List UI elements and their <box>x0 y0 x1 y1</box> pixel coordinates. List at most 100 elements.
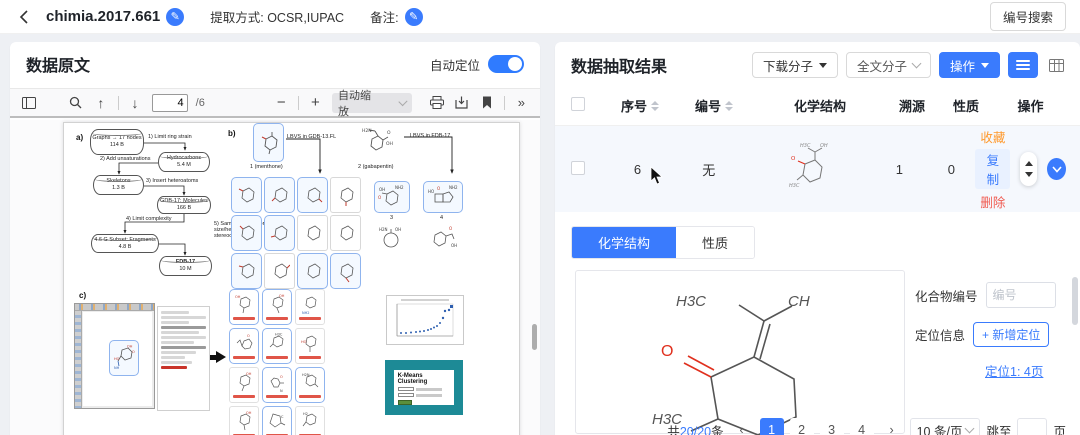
save-download-icon[interactable] <box>453 93 470 113</box>
jump-label: 跳至 <box>986 424 1012 435</box>
tab-chemical-structure[interactable]: 化学结构 <box>572 227 677 258</box>
page-button-1[interactable]: 1 <box>759 418 784 435</box>
top-bar: chimia.2017.661 ✎ 提取方式: OCSR,IUPAC 备注: ✎… <box>0 0 1080 34</box>
note-label: 备注: <box>370 11 399 25</box>
action-button[interactable]: 操作 <box>938 52 1000 78</box>
chevron-down-icon <box>965 423 975 434</box>
flow-step-3: 3) Insert heteroatoms <box>146 178 199 184</box>
caret-down-icon <box>981 62 989 68</box>
number-search-button[interactable]: 编号搜索 <box>989 2 1066 31</box>
back-icon[interactable] <box>14 7 34 27</box>
figure-c-arrow-icon <box>210 351 226 363</box>
add-location-button[interactable]: + 新增定位 <box>973 322 1050 347</box>
compound-detail-form: 化合物编号 定位信息 + 新增定位 定位1: 4页 <box>915 282 1065 394</box>
sort-seq-icon[interactable] <box>651 100 659 111</box>
chevron-down-icon <box>398 96 408 106</box>
pagination: 共20/20条 ‹ 1 2 3 4 › 10 条/页 跳至 页 <box>667 418 1066 435</box>
page-button-4[interactable]: 4 <box>849 418 874 435</box>
svg-text:H2N: H2N <box>302 373 310 377</box>
col-trace-label: 溯源 <box>898 99 925 114</box>
print-icon[interactable] <box>428 93 445 113</box>
row-structure-thumbnail: H3C OH O H3C <box>750 142 871 197</box>
figure-b-label: b) <box>228 129 236 138</box>
results-scrollbar-thumb[interactable] <box>1072 277 1078 325</box>
pdf-toolbar: ↑ ↓ /6 − + 自动缩放 » <box>10 88 540 118</box>
prev-page-button[interactable]: ‹ <box>739 423 744 435</box>
favorite-action[interactable]: 收藏 <box>980 131 1006 145</box>
compound-number-label: 化合物编号 <box>915 289 978 304</box>
table-view-icon[interactable] <box>1046 55 1066 75</box>
delete-action[interactable]: 删除 <box>980 196 1006 210</box>
svg-text:OH: OH <box>235 295 241 299</box>
mini-label-o: O <box>791 156 796 162</box>
svg-text:OH: OH <box>395 227 401 232</box>
sidebar-toggle-icon[interactable] <box>20 93 37 113</box>
svg-text:OH: OH <box>127 345 133 349</box>
svg-text:OH: OH <box>451 243 457 248</box>
location-1-link[interactable]: 定位1: 4页 <box>985 365 1044 379</box>
page-button-2[interactable]: 2 <box>789 418 814 435</box>
table-row[interactable]: 6 无 H3C OH O H3C 1 0 收藏 复制 删除 <box>555 126 1080 212</box>
tab-property[interactable]: 性质 <box>676 227 755 258</box>
document-title: chimia.2017.661 <box>46 8 161 25</box>
page-total-label: /6 <box>195 96 205 109</box>
fulltext-molecule-select[interactable]: 全文分子 <box>845 52 931 78</box>
page-button-3[interactable]: 3 <box>819 418 844 435</box>
edit-title-icon[interactable]: ✎ <box>166 7 185 26</box>
extract-method-label: 提取方式: OCSR,IUPAC <box>210 11 345 25</box>
result-4-caption: 4 <box>440 215 444 221</box>
col-structure-label: 化学结构 <box>793 99 846 114</box>
search-icon[interactable] <box>67 93 84 113</box>
jump-page-input[interactable] <box>1017 418 1048 435</box>
results-table-header: 序号 编号 化学结构 溯源 性质 操作 <box>555 86 1080 126</box>
mini-label-oh: OH <box>820 143 828 149</box>
page-down-icon[interactable]: ↓ <box>131 94 139 111</box>
sort-code-icon[interactable] <box>725 100 733 111</box>
page-size-select[interactable]: 10 条/页 <box>909 418 981 435</box>
zoom-out-icon[interactable]: − <box>276 94 286 111</box>
kmeans-clustering-panel: K-Means Clustering <box>385 360 463 415</box>
more-tools-icon[interactable]: » <box>517 95 525 110</box>
menthone-caption: 1 (menthone) <box>250 164 283 170</box>
list-view-button[interactable] <box>1008 52 1038 78</box>
mini-label-h3c-bottom: H3C <box>789 183 800 189</box>
label-ch-topright: CH <box>788 293 810 310</box>
expand-row-button[interactable] <box>1047 158 1066 180</box>
copy-action[interactable]: 复制 <box>975 149 1011 189</box>
chevron-down-icon <box>911 58 922 69</box>
svg-text:OH: OH <box>386 141 393 147</box>
next-page-button[interactable]: › <box>889 423 894 435</box>
pdf-scrollbar-thumb[interactable] <box>532 324 537 350</box>
compound-number-input[interactable] <box>985 282 1056 308</box>
zoom-in-icon[interactable]: + <box>310 94 320 111</box>
select-all-checkbox[interactable] <box>571 97 585 111</box>
location-info-label: 定位信息 <box>915 329 966 343</box>
result-3-caption: 3 <box>390 215 394 221</box>
svg-text:HO: HO <box>301 340 307 344</box>
pulegone-structure <box>683 304 797 435</box>
auto-locate-toggle[interactable] <box>488 55 524 73</box>
row-checkbox[interactable] <box>571 160 585 175</box>
svg-text:HO: HO <box>428 189 434 194</box>
bookmark-icon[interactable] <box>479 93 496 113</box>
col-operation-label: 操作 <box>1017 99 1044 114</box>
page-up-icon[interactable]: ↑ <box>97 94 105 111</box>
edit-note-icon[interactable]: ✎ <box>404 7 423 26</box>
col-seq-label: 序号 <box>620 99 647 114</box>
svg-text:O: O <box>437 186 440 191</box>
row-order-stepper[interactable] <box>1020 152 1038 186</box>
zoom-mode-select[interactable]: 自动缩放 <box>331 90 413 118</box>
kmeans-run-button <box>397 400 412 406</box>
page-number-input[interactable] <box>151 93 188 112</box>
row-property-value: 0 <box>947 161 956 177</box>
download-molecule-button[interactable]: 下载分子 <box>751 52 838 78</box>
pagination-total: 共20/20条 <box>667 424 724 435</box>
